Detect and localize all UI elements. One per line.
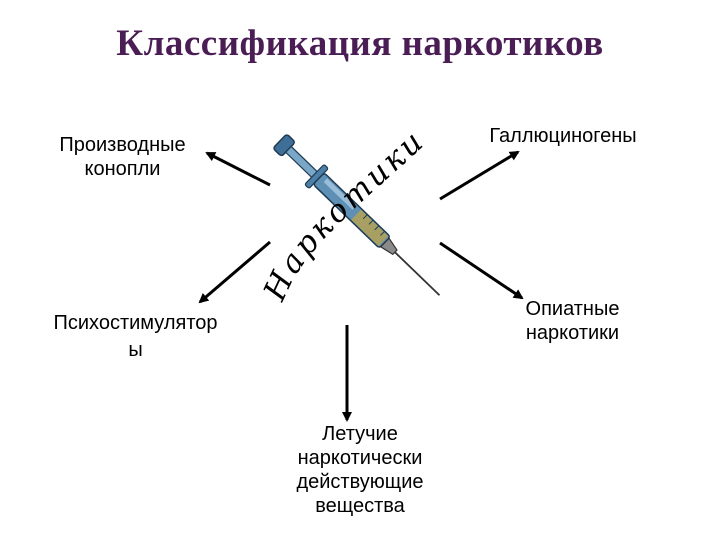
label-cannabis-derivatives: Производные конопли <box>59 134 186 180</box>
arrow-to-cannabis <box>205 151 271 187</box>
label-opiates: Опиатные наркотики <box>525 298 620 344</box>
label-volatile-substances: Летучие наркотически действующие веществ… <box>296 423 424 517</box>
arrow-to-opiates <box>439 241 524 300</box>
arrow-to-hallucinogens <box>439 150 520 201</box>
syringe-icon <box>273 134 441 296</box>
label-psychostimulants: Психостимулятор ы <box>53 312 218 361</box>
page-title: Классификация наркотиков <box>116 23 604 64</box>
label-hallucinogens: Галлюциногены <box>489 125 637 147</box>
arrow-to-psychostimulants <box>198 240 271 304</box>
